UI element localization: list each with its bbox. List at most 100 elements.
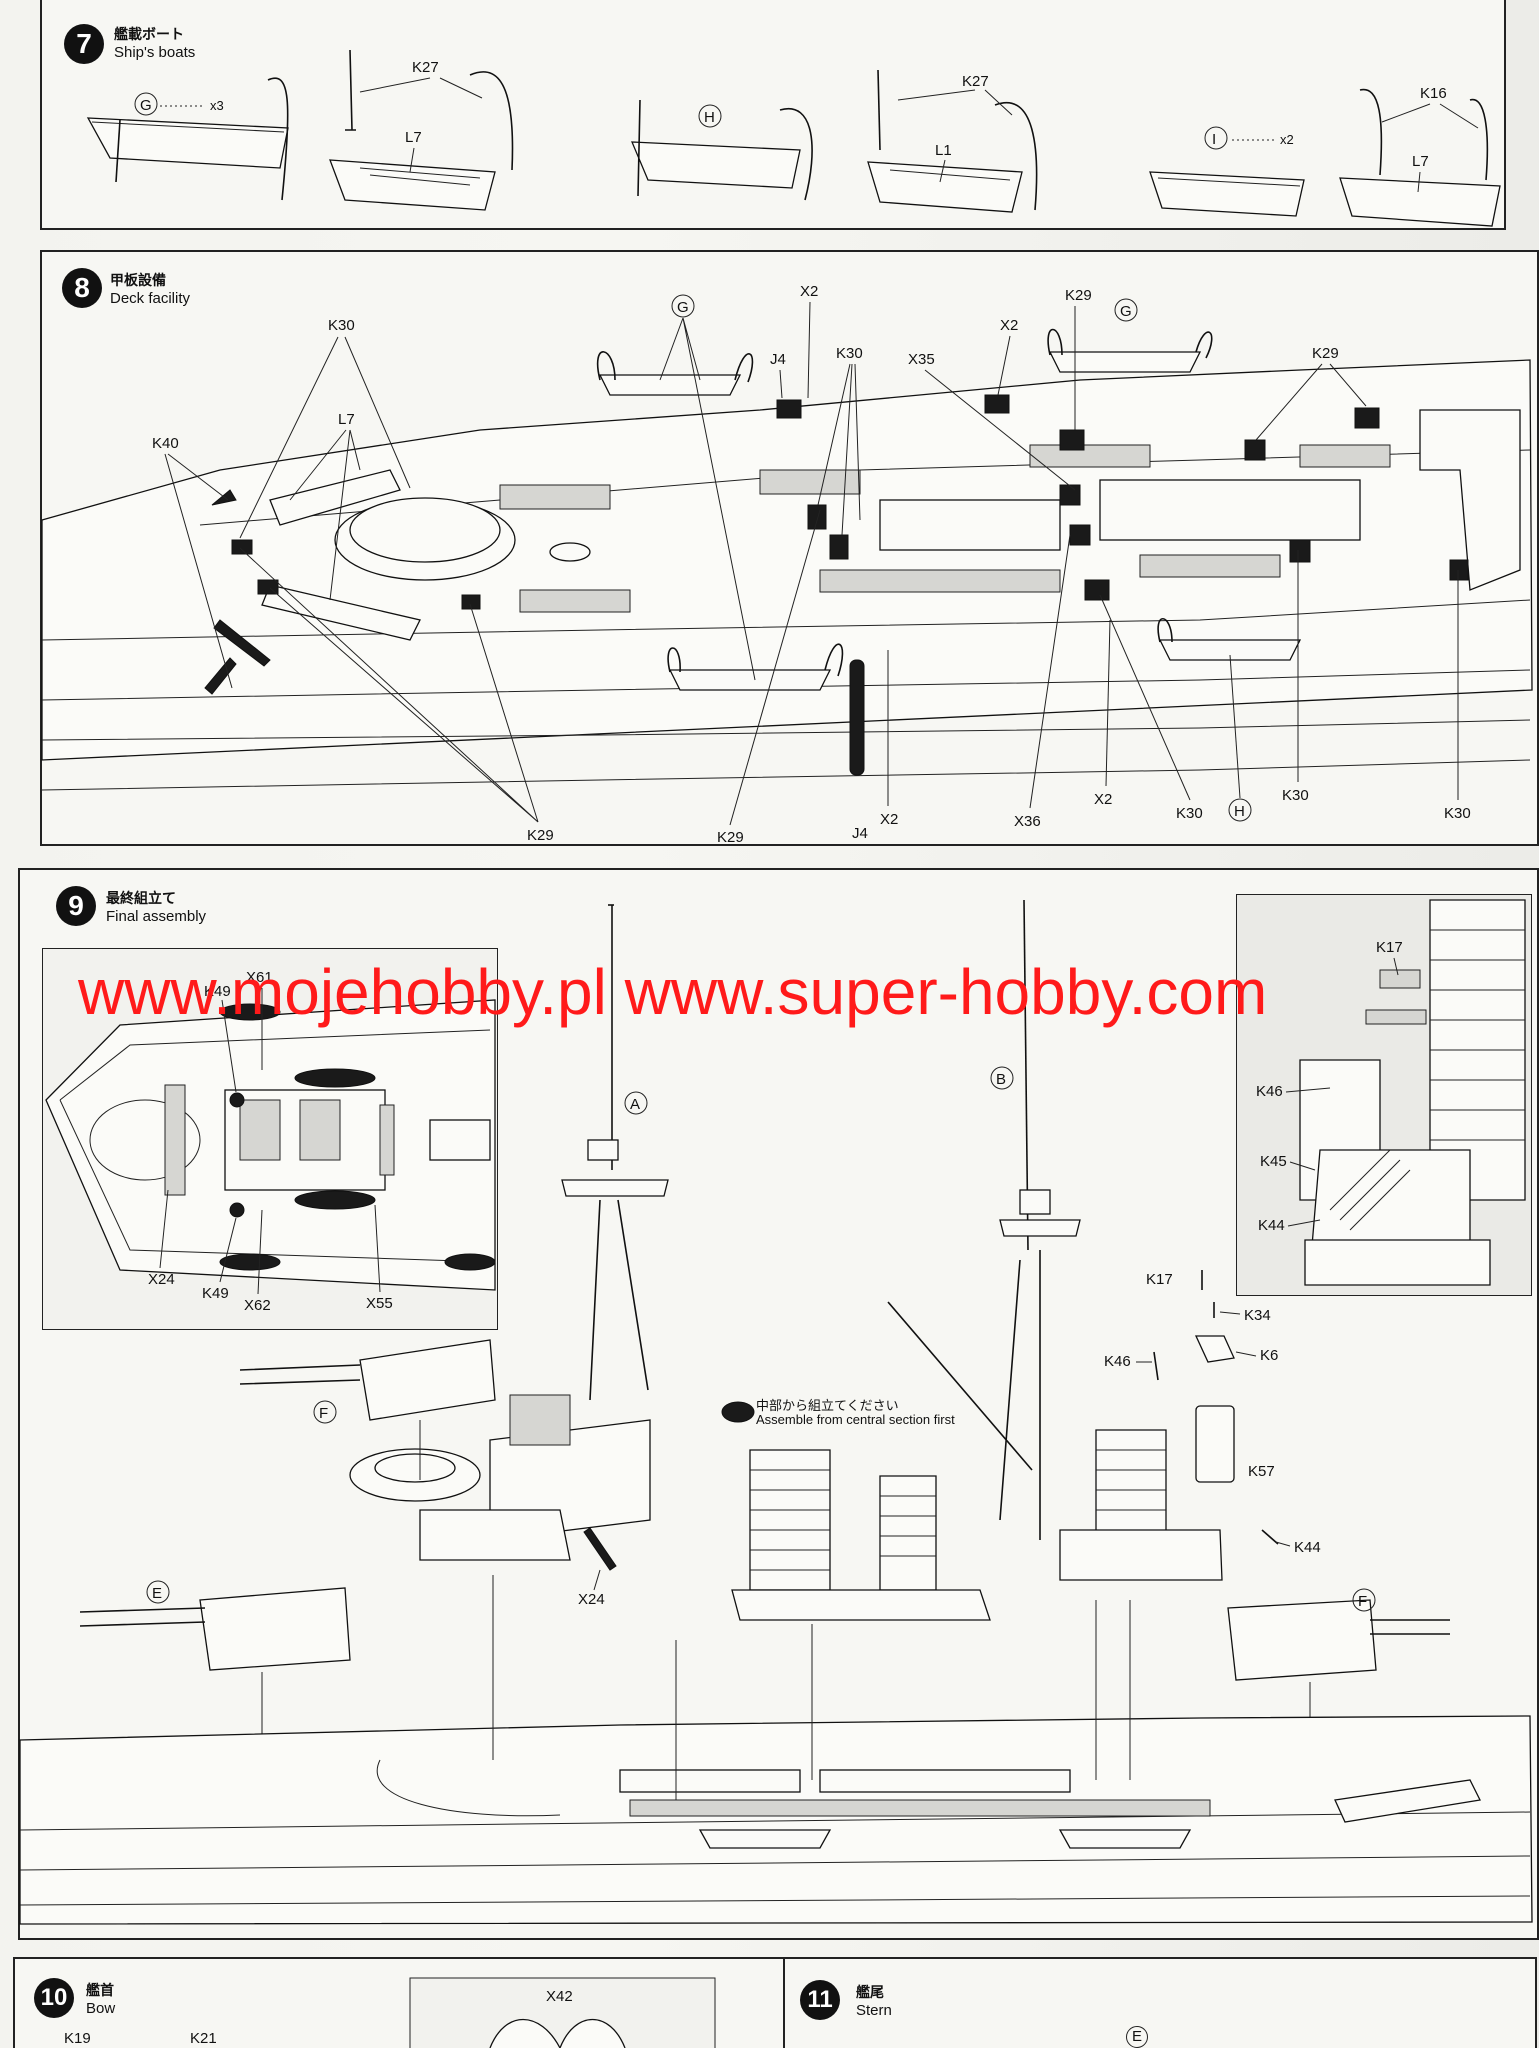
label-k30-a: K30 <box>328 317 355 334</box>
note-icon <box>721 1401 755 1423</box>
label-a: A <box>630 1096 640 1113</box>
label-x42: X42 <box>546 1988 573 2005</box>
boat-l1 <box>867 69 1038 213</box>
step-7-number: 7 <box>64 24 104 64</box>
step-11-title-en: Stern <box>856 2002 892 2019</box>
label-i: I <box>1212 131 1216 148</box>
label-k6: K6 <box>1260 1347 1278 1364</box>
label-k40: K40 <box>152 435 179 452</box>
label-f-1: F <box>319 1405 328 1422</box>
label-k44-b: K44 <box>1294 1539 1321 1556</box>
label-g-2: G <box>1120 303 1132 320</box>
label-k30-d: K30 <box>1282 787 1309 804</box>
boat-l7-b <box>1339 88 1501 227</box>
label-k30-c: K30 <box>1176 805 1203 822</box>
label-k49-a: K49 <box>204 983 231 1000</box>
boat-i <box>1149 171 1305 217</box>
step-8-title-en: Deck facility <box>110 290 191 307</box>
turret-f-fore <box>239 1339 496 1480</box>
label-x55: X55 <box>366 1295 393 1312</box>
step-7-diagram: G x3 K27 L7 H K27 L1 <box>86 49 1501 227</box>
step-10-number: 10 <box>34 1978 74 2018</box>
deck-fittings <box>499 409 1521 613</box>
note-en: Assemble from central section first <box>756 1412 955 1427</box>
turret-ring <box>334 497 516 581</box>
label-k27-a: K27 <box>412 59 439 76</box>
label-k16: K16 <box>1420 85 1447 102</box>
label-k30-b: K30 <box>836 345 863 362</box>
fore-mast <box>561 904 669 1401</box>
label-k19: K19 <box>64 2030 91 2047</box>
label-g-1: G <box>677 299 689 316</box>
label-k21: K21 <box>190 2030 217 2047</box>
step-7-title-jp: 艦載ボート <box>114 26 184 42</box>
step-9-title-en: Final assembly <box>106 908 207 925</box>
main-hull <box>19 1715 1533 1925</box>
step-10-title-jp: 艦首 <box>86 1982 114 1998</box>
label-h: H <box>704 109 715 126</box>
step-9-title-jp: 最終組立て <box>106 890 176 906</box>
label-x35: X35 <box>908 351 935 368</box>
label-x24-a: X24 <box>148 1271 175 1288</box>
label-k27-b: K27 <box>962 73 989 90</box>
forward-superstructure <box>349 1394 651 1571</box>
step-8-diagram: K30 L7 K40 G X2 J4 K30 X35 X2 K29 G K29 … <box>41 283 1533 846</box>
label-k45: K45 <box>1260 1153 1287 1170</box>
dark-fittings <box>204 394 1469 776</box>
small-parts <box>1153 1270 1279 1545</box>
label-x36: X36 <box>1014 813 1041 830</box>
step-11-title-jp: 艦尾 <box>856 1984 884 2000</box>
label-k30-e: K30 <box>1444 805 1471 822</box>
step-8-title-jp: 甲板設備 <box>110 272 166 288</box>
label-f-2: F <box>1358 1593 1367 1610</box>
label-k29-a: K29 <box>1065 287 1092 304</box>
label-x2-d: X2 <box>1094 791 1112 808</box>
label-x61: X61 <box>246 969 273 986</box>
label-k34: K34 <box>1244 1307 1271 1324</box>
label-k29-b: K29 <box>1312 345 1339 362</box>
label-x62: X62 <box>244 1297 271 1314</box>
label-i-qty: x2 <box>1280 132 1294 147</box>
step-11-number: 11 <box>800 1980 840 2020</box>
boat-h <box>631 99 813 201</box>
label-g-qty: x3 <box>210 98 224 113</box>
label-k44-a: K44 <box>1258 1217 1285 1234</box>
boat-l7-a <box>329 49 514 211</box>
label-k46-b: K46 <box>1104 1353 1131 1370</box>
label-l7-b: L7 <box>1412 153 1429 170</box>
label-l1: L1 <box>935 142 952 159</box>
label-e-stern: E <box>1126 2026 1148 2048</box>
label-k17-b: K17 <box>1146 1271 1173 1288</box>
label-h-deck: H <box>1234 803 1245 820</box>
label-k46-a: K46 <box>1256 1083 1283 1100</box>
label-l7-a: L7 <box>405 129 422 146</box>
label-l7: L7 <box>338 411 355 428</box>
step-7-title-en: Ship's boats <box>114 44 196 61</box>
watermark-text: www.mojehobby.pl www.super-hobby.com <box>78 956 1268 1028</box>
label-e-1: E <box>152 1585 162 1602</box>
label-x2-b: X2 <box>1000 317 1018 334</box>
main-mast <box>887 899 1081 1540</box>
deck-boats <box>261 328 1302 691</box>
funnels <box>731 1429 1223 1621</box>
label-k57: K57 <box>1248 1463 1275 1480</box>
label-x2-a: X2 <box>800 283 818 300</box>
boat-g <box>86 77 289 201</box>
label-j4-b: J4 <box>852 825 868 842</box>
label-b: B <box>996 1071 1006 1088</box>
label-x2-c: X2 <box>880 811 898 828</box>
top-view-hull <box>45 999 496 1291</box>
label-x24-b: X24 <box>578 1591 605 1608</box>
label-k49-b: K49 <box>202 1285 229 1302</box>
label-k29-c: K29 <box>527 827 554 844</box>
step-9-number: 9 <box>56 886 96 926</box>
bottom-panels <box>13 1957 1537 2048</box>
label-g: G <box>140 97 152 114</box>
step-9-diagram: X61 K49 X24 K49 X62 X55 K17 K46 K45 K44 <box>13 899 1537 2048</box>
step-8-number: 8 <box>62 268 102 308</box>
label-j4-a: J4 <box>770 351 786 368</box>
step-10-title-en: Bow <box>86 2000 116 2017</box>
funnel-detail <box>1299 899 1526 1286</box>
label-k29-d: K29 <box>717 829 744 846</box>
